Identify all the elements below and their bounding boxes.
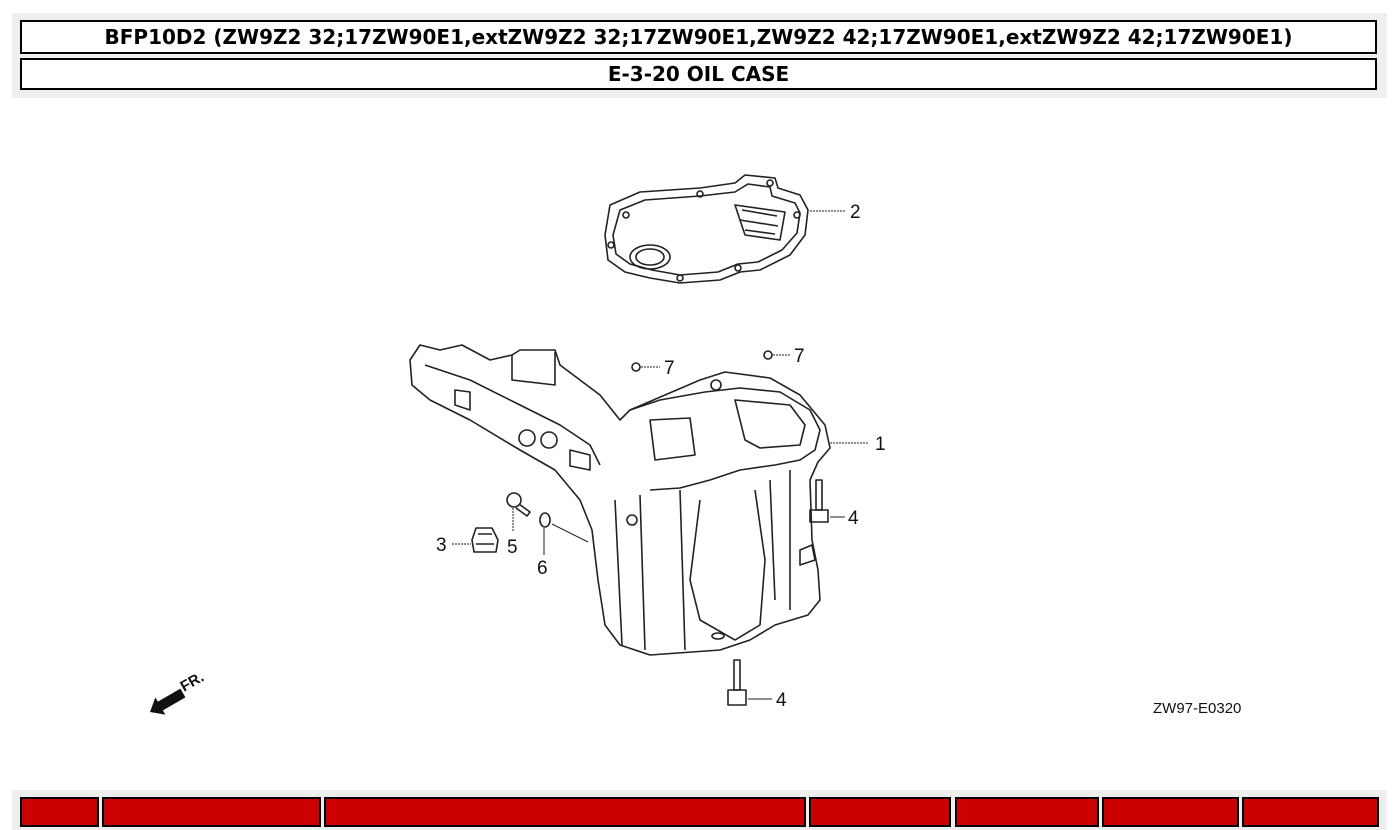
table-header-col-1[interactable] — [20, 797, 99, 827]
section-title: E-3-20 OIL CASE — [20, 58, 1377, 90]
table-header-col-5[interactable] — [955, 797, 1099, 827]
table-header-col-2[interactable] — [102, 797, 321, 827]
callout-6[interactable]: 6 — [537, 558, 548, 579]
drawing-code: ZW97-E0320 — [1153, 700, 1241, 717]
oil-case-drawing — [409, 344, 831, 656]
table-header-col-7[interactable] — [1242, 797, 1379, 827]
callout-4-lower[interactable]: 4 — [776, 690, 787, 711]
table-header-col-4[interactable] — [809, 797, 951, 827]
model-title: BFP10D2 (ZW9Z2 32;17ZW90E1,extZW9Z2 32;1… — [20, 20, 1377, 54]
callout-5[interactable]: 5 — [507, 537, 518, 558]
callout-2[interactable]: 2 — [850, 202, 861, 223]
callout-7-left[interactable]: 7 — [664, 358, 675, 379]
callout-3[interactable]: 3 — [436, 535, 447, 556]
table-header-col-3[interactable] — [324, 797, 806, 827]
gasket-drawing — [604, 174, 809, 284]
table-header-col-6[interactable] — [1102, 797, 1239, 827]
callout-1[interactable]: 1 — [875, 434, 886, 455]
parts-diagram: 1 2 3 4 4 5 6 7 7 FR. ZW97-E0320 — [150, 174, 1241, 717]
callout-7-right[interactable]: 7 — [794, 346, 805, 367]
callout-4-upper[interactable]: 4 — [848, 508, 859, 529]
front-arrow-icon — [150, 688, 186, 715]
